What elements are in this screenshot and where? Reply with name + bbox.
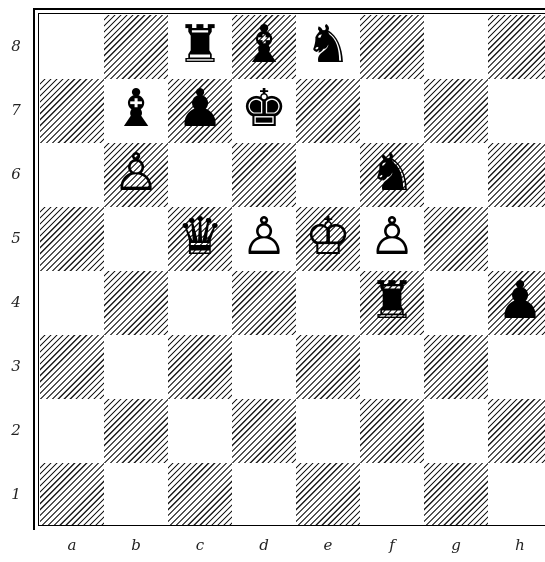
rank-label: 5 bbox=[8, 229, 24, 247]
square-e4[interactable] bbox=[296, 271, 360, 335]
square-c1[interactable] bbox=[168, 463, 232, 525]
rank-label: 1 bbox=[8, 485, 24, 503]
square-g7[interactable] bbox=[424, 79, 488, 143]
black-pawn-icon[interactable]: ♟ bbox=[168, 79, 232, 143]
file-label: e bbox=[318, 536, 338, 554]
black-knight-glyph: ♞ bbox=[369, 141, 416, 205]
black-pawn-glyph: ♟ bbox=[497, 269, 544, 333]
chess-board: ♜♝♞♝♟♚♙♞♛♙♔♙♜♟ bbox=[40, 15, 545, 525]
square-a6[interactable] bbox=[40, 143, 104, 207]
black-king-glyph: ♚ bbox=[241, 77, 288, 141]
square-f8[interactable] bbox=[360, 15, 424, 79]
square-h1[interactable] bbox=[488, 463, 545, 525]
square-f2[interactable] bbox=[360, 399, 424, 463]
square-g1[interactable] bbox=[424, 463, 488, 525]
square-a8[interactable] bbox=[40, 15, 104, 79]
black-queen-glyph: ♛ bbox=[177, 205, 224, 269]
square-h6[interactable] bbox=[488, 143, 545, 207]
square-d1[interactable] bbox=[232, 463, 296, 525]
square-c3[interactable] bbox=[168, 335, 232, 399]
black-rook-glyph: ♜ bbox=[369, 269, 416, 333]
black-rook-glyph: ♜ bbox=[177, 15, 224, 77]
square-h7[interactable] bbox=[488, 79, 545, 143]
white-pawn-glyph: ♙ bbox=[241, 205, 288, 269]
file-label: h bbox=[510, 536, 530, 554]
square-b8[interactable] bbox=[104, 15, 168, 79]
square-h2[interactable] bbox=[488, 399, 545, 463]
square-e6[interactable] bbox=[296, 143, 360, 207]
square-d4[interactable] bbox=[232, 271, 296, 335]
square-f3[interactable] bbox=[360, 335, 424, 399]
square-c6[interactable] bbox=[168, 143, 232, 207]
square-g4[interactable] bbox=[424, 271, 488, 335]
white-pawn-glyph: ♙ bbox=[369, 205, 416, 269]
file-label: f bbox=[382, 536, 402, 554]
file-label: a bbox=[62, 536, 82, 554]
square-d6[interactable] bbox=[232, 143, 296, 207]
square-g2[interactable] bbox=[424, 399, 488, 463]
square-a3[interactable] bbox=[40, 335, 104, 399]
file-label: d bbox=[254, 536, 274, 554]
square-d3[interactable] bbox=[232, 335, 296, 399]
black-pawn-glyph: ♟ bbox=[177, 77, 224, 141]
square-f1[interactable] bbox=[360, 463, 424, 525]
square-f7[interactable] bbox=[360, 79, 424, 143]
file-label: g bbox=[446, 536, 466, 554]
white-pawn-glyph: ♙ bbox=[113, 141, 160, 205]
black-king-icon[interactable]: ♚ bbox=[232, 79, 296, 143]
black-knight-icon[interactable]: ♞ bbox=[296, 15, 360, 79]
square-g3[interactable] bbox=[424, 335, 488, 399]
square-d2[interactable] bbox=[232, 399, 296, 463]
black-bishop-icon[interactable]: ♝ bbox=[104, 79, 168, 143]
square-b3[interactable] bbox=[104, 335, 168, 399]
black-knight-glyph: ♞ bbox=[305, 15, 352, 77]
black-rook-icon[interactable]: ♜ bbox=[360, 271, 424, 335]
black-bishop-glyph: ♝ bbox=[241, 15, 288, 77]
white-king-glyph: ♔ bbox=[305, 205, 352, 269]
file-label: b bbox=[126, 536, 146, 554]
square-e1[interactable] bbox=[296, 463, 360, 525]
black-rook-icon[interactable]: ♜ bbox=[168, 15, 232, 79]
black-knight-icon[interactable]: ♞ bbox=[360, 143, 424, 207]
black-queen-icon[interactable]: ♛ bbox=[168, 207, 232, 271]
white-king-icon[interactable]: ♔ bbox=[296, 207, 360, 271]
rank-label: 3 bbox=[8, 357, 24, 375]
square-h5[interactable] bbox=[488, 207, 545, 271]
square-b5[interactable] bbox=[104, 207, 168, 271]
square-b1[interactable] bbox=[104, 463, 168, 525]
square-e7[interactable] bbox=[296, 79, 360, 143]
square-a7[interactable] bbox=[40, 79, 104, 143]
square-c2[interactable] bbox=[168, 399, 232, 463]
square-b4[interactable] bbox=[104, 271, 168, 335]
black-bishop-icon[interactable]: ♝ bbox=[232, 15, 296, 79]
square-a2[interactable] bbox=[40, 399, 104, 463]
square-b2[interactable] bbox=[104, 399, 168, 463]
rank-label: 2 bbox=[8, 421, 24, 439]
square-g5[interactable] bbox=[424, 207, 488, 271]
square-g8[interactable] bbox=[424, 15, 488, 79]
square-a1[interactable] bbox=[40, 463, 104, 525]
square-a4[interactable] bbox=[40, 271, 104, 335]
rank-label: 7 bbox=[8, 101, 24, 119]
black-pawn-icon[interactable]: ♟ bbox=[488, 271, 545, 335]
square-c4[interactable] bbox=[168, 271, 232, 335]
square-e3[interactable] bbox=[296, 335, 360, 399]
rank-label: 6 bbox=[8, 165, 24, 183]
square-e2[interactable] bbox=[296, 399, 360, 463]
white-pawn-icon[interactable]: ♙ bbox=[104, 143, 168, 207]
square-h3[interactable] bbox=[488, 335, 545, 399]
black-bishop-glyph: ♝ bbox=[113, 77, 160, 141]
square-g6[interactable] bbox=[424, 143, 488, 207]
rank-label: 8 bbox=[8, 37, 24, 55]
square-a5[interactable] bbox=[40, 207, 104, 271]
white-pawn-icon[interactable]: ♙ bbox=[360, 207, 424, 271]
white-pawn-icon[interactable]: ♙ bbox=[232, 207, 296, 271]
square-h8[interactable] bbox=[488, 15, 545, 79]
file-label: c bbox=[190, 536, 210, 554]
rank-label: 4 bbox=[8, 293, 24, 311]
